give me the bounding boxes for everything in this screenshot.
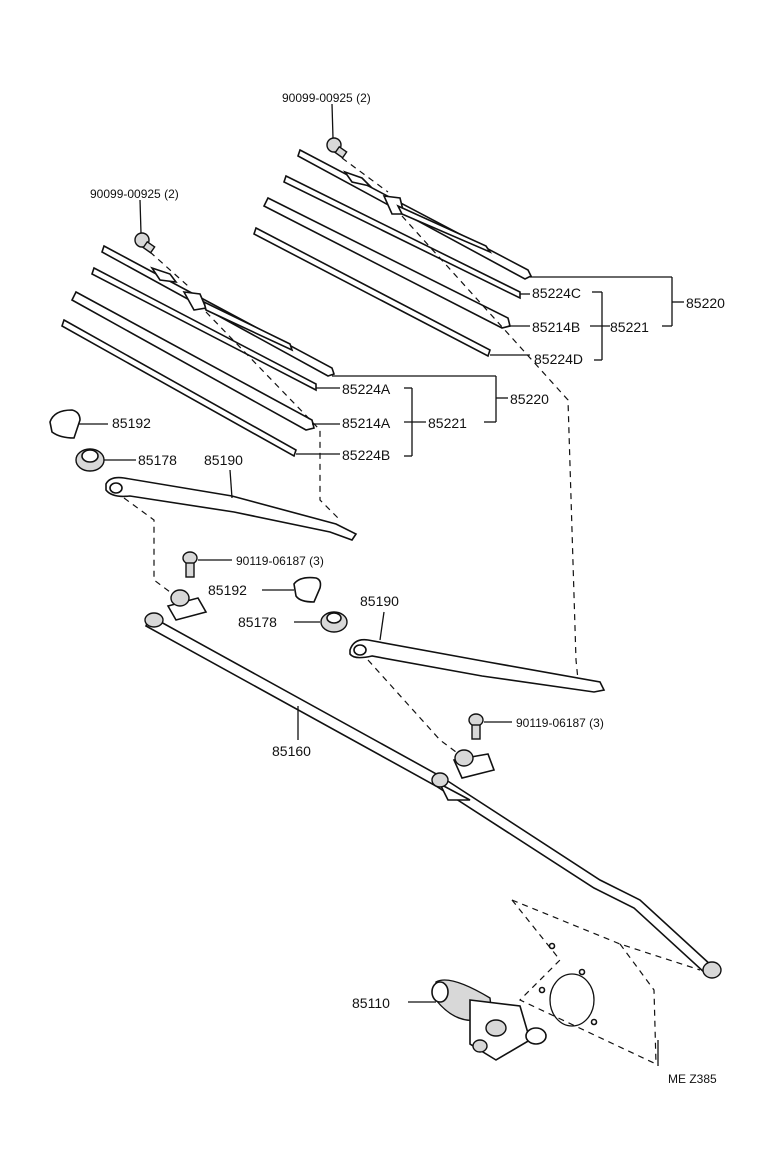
pivot-right-icon xyxy=(452,749,496,779)
right-arm-parts xyxy=(349,611,606,779)
label-85178-top: 85178 xyxy=(138,452,177,468)
part-labels: 90099-00925 (2) 90099-00925 (2) 85224C 8… xyxy=(90,91,725,1086)
label-85192-mid: 85192 xyxy=(208,582,247,598)
label-85190-mid: 85190 xyxy=(360,593,399,609)
label-85178-mid: 85178 xyxy=(238,614,277,630)
body-panel xyxy=(511,899,701,1066)
label-bolt-lower: 90119-06187 (3) xyxy=(516,716,604,730)
rubber-85214A xyxy=(70,290,315,431)
nut-85178-top-icon xyxy=(75,448,105,472)
label-85214A: 85214A xyxy=(342,415,391,431)
nut-85178-mid-icon xyxy=(320,611,348,633)
left-blade-assembly xyxy=(61,199,508,521)
label-85221-right: 85221 xyxy=(610,319,649,335)
rubber-85224B xyxy=(61,318,297,458)
wiper-link-85160 xyxy=(144,612,722,979)
cap-85192-top-icon xyxy=(49,409,81,439)
label-85224A: 85224A xyxy=(342,381,391,397)
label-screw-top-right: 90099-00925 (2) xyxy=(282,91,371,105)
rubber-85214B xyxy=(262,196,511,329)
label-85224C: 85224C xyxy=(532,285,581,301)
wiper-arm-85190-left xyxy=(105,476,358,541)
label-85214B: 85214B xyxy=(532,319,580,335)
screw-top-left-icon xyxy=(134,232,156,254)
label-85190-top: 85190 xyxy=(204,452,243,468)
left-arm-parts xyxy=(49,409,358,633)
cap-85192-mid-icon xyxy=(293,576,322,603)
screw-top-right-icon xyxy=(326,137,348,159)
bolt-lower-icon xyxy=(468,713,484,740)
label-85160: 85160 xyxy=(272,743,311,759)
label-screw-top-left: 90099-00925 (2) xyxy=(90,187,179,201)
wiper-arm-85190-right xyxy=(349,638,606,693)
wiper-motor-85110 xyxy=(408,979,547,1061)
label-85192-top: 85192 xyxy=(112,415,151,431)
rubber-85224A xyxy=(91,266,317,392)
diagram-code: ME Z385 xyxy=(668,1072,717,1086)
right-blade-assembly xyxy=(253,103,684,681)
label-85224B: 85224B xyxy=(342,447,390,463)
label-85224D: 85224D xyxy=(534,351,583,367)
label-85221-left: 85221 xyxy=(428,415,467,431)
pivot-left-icon xyxy=(166,589,208,621)
label-85220-left: 85220 xyxy=(510,391,549,407)
rubber-85224C xyxy=(283,174,521,300)
rubber-85224D xyxy=(253,226,491,358)
label-bolt-upper: 90119-06187 (3) xyxy=(236,554,324,568)
bolt-upper-icon xyxy=(182,551,198,578)
label-85110: 85110 xyxy=(352,995,390,1011)
label-85220-right: 85220 xyxy=(686,295,725,311)
